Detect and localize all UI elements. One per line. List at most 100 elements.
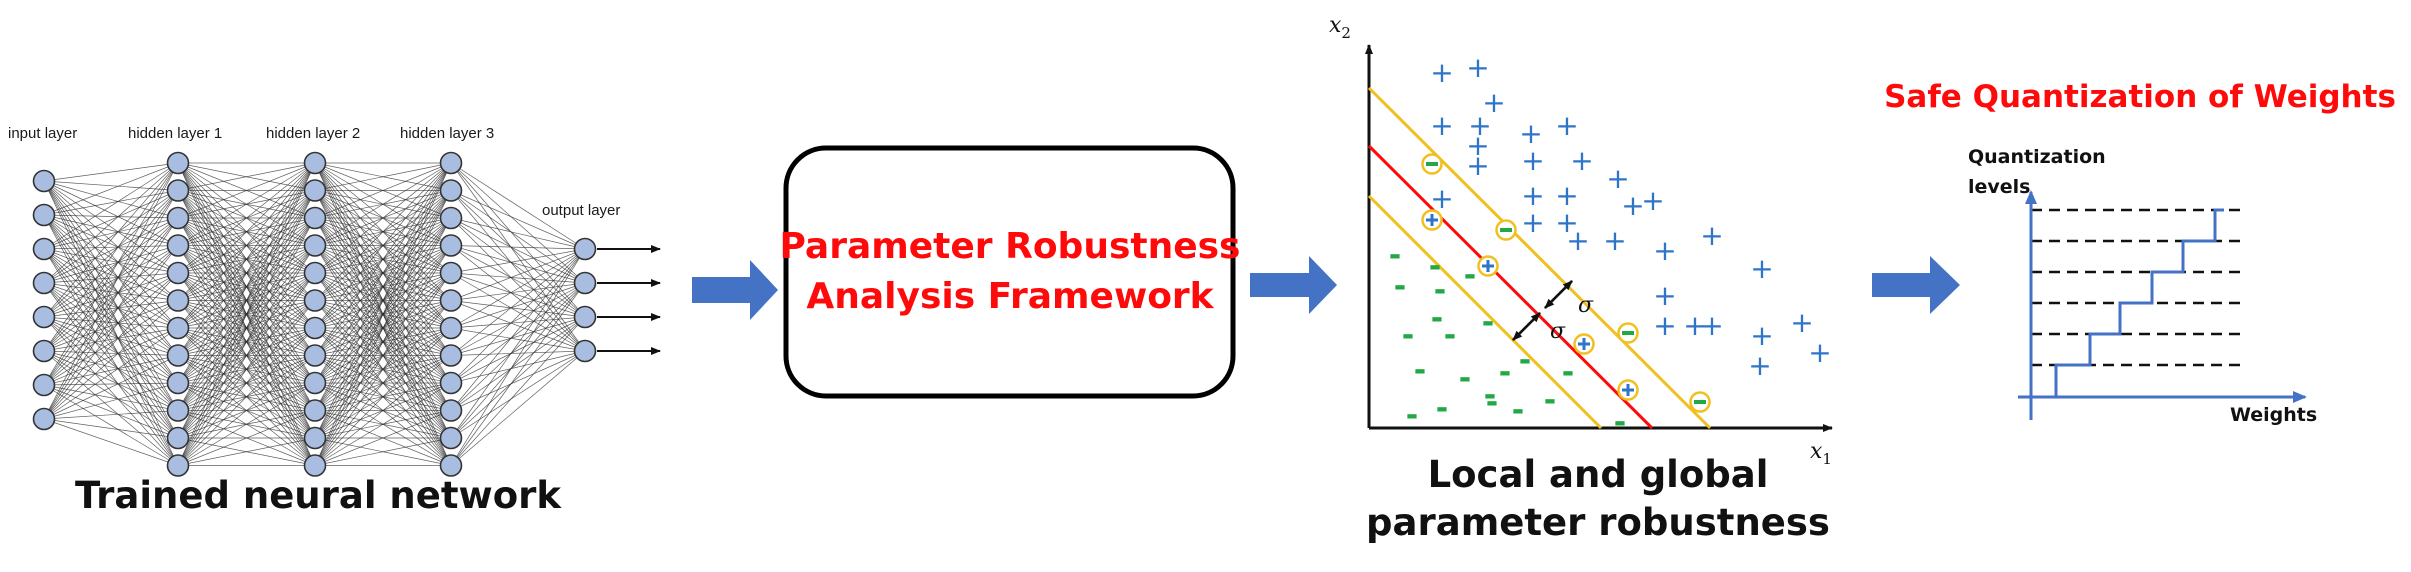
network-edge (450, 217, 586, 284)
neuron-layer-2 (303, 179, 327, 202)
network-edge (43, 418, 179, 466)
plus-sample: + (1606, 162, 1629, 195)
neuron-layer-2 (303, 151, 327, 175)
network-edge (450, 300, 586, 318)
robustness-plot: x2 x1 σ σ ++++++++++++++++++++++++++++++… (1329, 13, 1833, 544)
minus-sample: - (1429, 249, 1441, 284)
network-edge (450, 316, 586, 411)
framework-title-line1: Parameter Robustness (780, 226, 1241, 267)
network-edge (450, 350, 586, 411)
network-edge (43, 316, 179, 466)
network-edge (314, 300, 452, 466)
minus-sample: - (1562, 355, 1574, 390)
neuron-layer-2 (303, 454, 327, 477)
network-edge (450, 350, 586, 384)
neuron-layer-0 (32, 169, 56, 193)
minus-sample: - (1614, 405, 1626, 440)
network-edge (450, 217, 586, 250)
minus-sample: - (1544, 383, 1556, 418)
network-edge (450, 272, 586, 318)
minus-sample: - (1406, 398, 1418, 433)
flow-arrow-2 (1250, 256, 1337, 314)
neuron-layer-1 (166, 316, 190, 340)
neuron-layer-1 (166, 344, 190, 367)
network-edge (43, 272, 179, 352)
x-axis-label: x1 (1810, 439, 1832, 468)
neuron-layer-3 (439, 371, 463, 395)
minus-sample: - (1486, 385, 1498, 420)
network-edge (450, 248, 586, 411)
network-edge (43, 300, 179, 386)
sigma-label-inner: σ (1550, 319, 1566, 344)
neuron-layer-0 (32, 203, 56, 227)
quantization-y-label-line2: levels (1968, 176, 2031, 198)
network-edge (450, 162, 586, 284)
network-edge (177, 162, 316, 411)
quantization-plot: Safe Quantization of Weights Quantizatio… (1884, 79, 2396, 426)
neuron-layer-1 (166, 399, 190, 422)
minus-sample: - (1402, 318, 1414, 353)
network-edge (450, 316, 586, 439)
network-edge (177, 162, 316, 274)
sigma-label-outer: σ (1578, 293, 1594, 318)
neuron-layer-1 (166, 206, 190, 230)
network-edge (450, 245, 586, 318)
neuron-layer-3 (439, 426, 463, 450)
quantization-y-label-line1: Quantization (1968, 146, 2106, 168)
robustness-caption-line1: Local and global (1428, 453, 1769, 496)
minus-sample: - (1499, 355, 1511, 390)
plus-sample: + (1750, 252, 1773, 285)
network-edge (43, 300, 179, 352)
minus-sample: - (1464, 258, 1476, 293)
network-edge (314, 162, 452, 411)
output-arrows (597, 245, 661, 355)
network-edge (450, 300, 586, 352)
neuron-layer-1 (166, 179, 190, 202)
neuron-layer-1 (166, 261, 190, 285)
network-edge (450, 282, 586, 411)
network-edge (177, 162, 316, 384)
negative-samples: --------------------- (1389, 238, 1626, 440)
plus-sample: + (1750, 319, 1773, 352)
neuron-layer-3 (439, 454, 463, 477)
network-edge (43, 316, 179, 439)
network-edge (43, 162, 179, 420)
network-edge (450, 282, 586, 439)
flow-arrow-1 (692, 260, 778, 320)
network-edge (177, 245, 316, 466)
plus-sample: + (1555, 179, 1578, 212)
quantization-step-function (2054, 208, 2224, 397)
neuron-layer-2 (303, 261, 327, 285)
network-edge (43, 316, 179, 411)
network-edge (314, 327, 452, 466)
network-edge (43, 384, 179, 411)
framework-box-outline (783, 145, 1236, 399)
network-edge (450, 350, 586, 466)
network-edge (43, 245, 179, 318)
network-edge (314, 162, 452, 356)
minus-sample: - (1459, 361, 1471, 396)
plus-sample: + (1430, 182, 1453, 215)
robustness-caption-line2: parameter robustness (1366, 501, 1830, 544)
neuron-layer-0 (32, 407, 56, 431)
network-edge (314, 162, 452, 329)
network-edge (43, 190, 179, 352)
neuron-layer-3 (439, 206, 463, 230)
network-edge (43, 350, 179, 411)
network-edge (43, 410, 179, 420)
plus-sample: + (1683, 309, 1706, 342)
neuron-layer-1 (166, 371, 190, 395)
network-edge (43, 214, 179, 219)
network-edge (43, 327, 179, 386)
network-edge (43, 217, 179, 318)
plus-sample: + (1430, 109, 1453, 142)
network-edge (43, 190, 179, 318)
neuron-layer-1 (166, 234, 190, 257)
network-edge (450, 245, 586, 284)
minus-sample: - (1431, 301, 1443, 336)
network-edge (43, 384, 179, 466)
minus-sample: - (1394, 269, 1406, 304)
network-edge (177, 162, 316, 439)
network-edge (314, 190, 452, 466)
upper-margin-line (1367, 86, 1712, 430)
